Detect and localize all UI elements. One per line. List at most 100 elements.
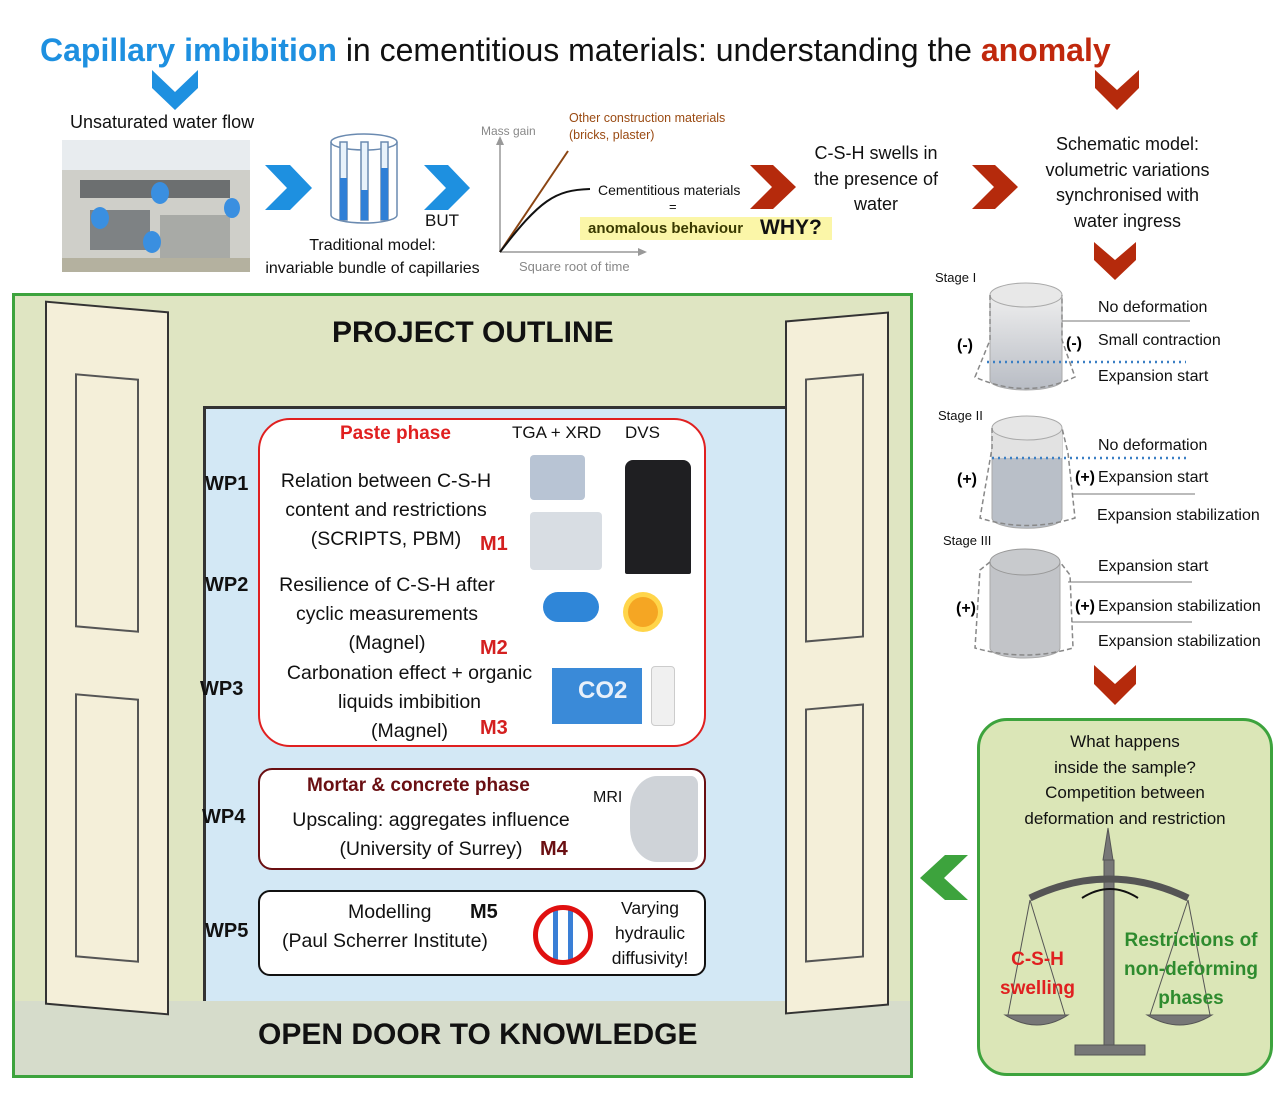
stage-line: Small contraction xyxy=(1098,332,1221,349)
open-door-footer: OPEN DOOR TO KNOWLEDGE xyxy=(258,1018,698,1051)
balance-scale-icon xyxy=(1003,827,1214,1056)
chevron-right-icon xyxy=(424,165,470,210)
equals-label: = xyxy=(669,199,677,214)
anomalous-label: anomalous behaviour xyxy=(588,220,744,237)
tga-instrument-image xyxy=(530,455,585,500)
left-door-panel xyxy=(75,373,139,633)
stage-line: Expansion start xyxy=(1098,469,1209,486)
capillary-bundle-icon xyxy=(330,133,398,224)
m3-label: M3 xyxy=(480,717,508,739)
mri-instrument-image xyxy=(630,776,698,862)
stage-i: Stage I (-) (-) No deformation Small con… xyxy=(930,265,1280,395)
unsaturated-flow-label: Unsaturated water flow xyxy=(70,112,255,132)
chevron-right-icon xyxy=(972,165,1018,209)
mri-label: MRI xyxy=(593,789,623,806)
wp2-text: Resilience of C-S-H after cyclic measure… xyxy=(279,574,495,654)
imbibition-chart xyxy=(496,136,647,256)
other-materials-line xyxy=(499,150,569,253)
why-label: WHY? xyxy=(760,216,822,239)
sign-left: (+) xyxy=(957,471,977,488)
csh-swells-label: C-S-H swells in the presence of water xyxy=(813,143,939,214)
wp4-label: WP4 xyxy=(202,806,246,828)
right-door-panel xyxy=(805,703,864,963)
xrd-instrument-image xyxy=(530,512,602,570)
liquid-bottle-image xyxy=(651,666,675,726)
stage-line: No deformation xyxy=(1098,437,1208,454)
but-label: BUT xyxy=(425,211,459,230)
other-materials-label: Other construction materials (bricks, pl… xyxy=(569,111,726,142)
dvs-instrument-image xyxy=(625,460,691,574)
chart-xlabel: Square root of time xyxy=(519,259,630,274)
sign-right: (+) xyxy=(1075,469,1095,486)
tga-xrd-label: TGA + XRD xyxy=(512,423,602,442)
page-title: Capillary imbibition in cementitious mat… xyxy=(40,32,1111,69)
chevron-right-icon xyxy=(265,165,312,210)
wp4-text: Upscaling: aggregates influence (Univers… xyxy=(292,809,570,860)
stage-line: No deformation xyxy=(1098,299,1208,316)
title-anomaly: anomaly xyxy=(980,32,1111,68)
stage-ii: Stage II (+) (+) No deformation Expansio… xyxy=(930,403,1280,533)
mortar-title: Mortar & concrete phase xyxy=(307,775,530,796)
cylinder-icon xyxy=(974,548,1192,659)
m4-label: M4 xyxy=(540,838,568,860)
title-middle: in cementitious materials: understanding… xyxy=(336,32,981,68)
chevron-down-icon xyxy=(1095,70,1139,110)
chart-ylabel: Mass gain xyxy=(481,124,536,138)
wp5-org: (Paul Scherrer Institute) xyxy=(282,930,488,952)
stage-line: Expansion stabilization xyxy=(1097,507,1260,524)
sun-icon xyxy=(628,597,658,627)
left-door-panel xyxy=(75,693,139,963)
dvs-label: DVS xyxy=(625,423,660,442)
chevron-left-icon xyxy=(920,855,968,900)
csh-swelling-label: C-S-H swelling xyxy=(1000,949,1075,999)
project-outline-title: PROJECT OUTLINE xyxy=(332,316,614,349)
wp1-label: WP1 xyxy=(205,473,249,495)
wp3-text: Carbonation effect + organic liquids imb… xyxy=(286,662,533,742)
chevron-down-icon xyxy=(1094,242,1136,280)
sign-right: (-) xyxy=(1066,335,1082,352)
cementitious-curve xyxy=(499,188,591,253)
m2-label: M2 xyxy=(480,637,508,659)
stage-line: Expansion start xyxy=(1098,558,1209,575)
wp2-label: WP2 xyxy=(205,574,249,596)
title-capillary: Capillary imbibition xyxy=(40,32,337,68)
no-capillaries-icon xyxy=(533,905,593,965)
cylinder-icon xyxy=(974,282,1190,391)
wp5-label: WP5 xyxy=(205,920,249,942)
stage-line: Expansion stabilization xyxy=(1098,598,1261,615)
m1-label: M1 xyxy=(480,533,508,555)
balance-question: What happens inside the sample? Competit… xyxy=(1024,732,1226,828)
wp1-text: Relation between C-S-H content and restr… xyxy=(280,470,492,550)
schematic-model-label: Schematic model: volumetric variations s… xyxy=(1045,134,1210,231)
m5-label: M5 xyxy=(470,901,498,923)
paste-phase-title: Paste phase xyxy=(340,423,451,444)
traditional-model-label: Traditional model: invariable bundle of … xyxy=(265,237,480,277)
sign-left: (-) xyxy=(957,337,973,354)
chevron-right-icon xyxy=(750,165,796,209)
wp5-text: Modelling xyxy=(348,901,432,923)
stage-label: Stage III xyxy=(943,533,992,548)
mortar-concrete-box xyxy=(258,768,706,870)
right-door-panel xyxy=(805,373,864,643)
sign-right: (+) xyxy=(1075,598,1095,615)
building-photo xyxy=(62,140,250,272)
restrictions-label: Restrictions of non-deforming phases xyxy=(1123,930,1259,1009)
sign-left: (+) xyxy=(956,600,976,617)
stage-label: Stage II xyxy=(938,408,983,423)
stage-line: Expansion start xyxy=(1098,368,1209,385)
co2-image xyxy=(552,668,642,724)
chevron-down-icon xyxy=(1094,665,1136,705)
co2-text: CO2 xyxy=(578,677,628,704)
cementitious-label: Cementitious materials xyxy=(598,182,741,198)
cylinder-icon xyxy=(979,415,1195,529)
varying-diffusivity-note: Varying hydraulic diffusivity! xyxy=(611,898,689,968)
stage-line: Expansion stabilization xyxy=(1098,633,1261,650)
rain-cloud-icon xyxy=(543,592,599,622)
modelling-box xyxy=(258,890,706,976)
wp3-label: WP3 xyxy=(200,678,244,700)
stage-label: Stage I xyxy=(935,270,977,285)
anomalous-highlight xyxy=(580,217,832,240)
chevron-down-icon xyxy=(152,70,198,110)
stage-iii: Stage III (+) (+) Expansion start Expans… xyxy=(930,530,1280,665)
